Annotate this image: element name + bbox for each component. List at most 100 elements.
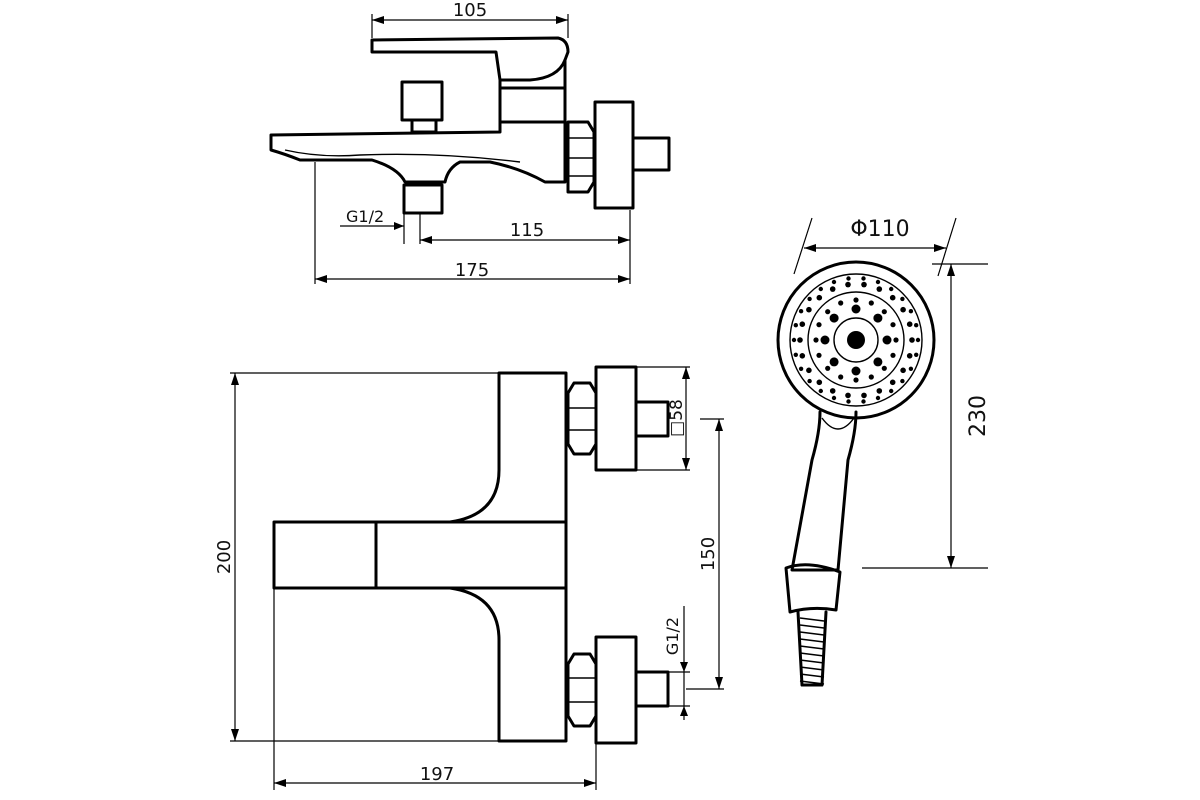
dim-diameter-110: Φ110 — [850, 217, 909, 242]
nozzle-dot — [797, 337, 803, 343]
nozzle-dot — [915, 337, 921, 343]
nozzle-dot — [816, 352, 822, 358]
spray-center — [847, 331, 865, 349]
nozzle-dot — [908, 366, 914, 371]
nozzle-dot — [861, 392, 867, 399]
nozzle-dot — [890, 322, 896, 328]
thread-label-top: G1/2 — [346, 207, 384, 226]
faucet-body — [498, 86, 567, 124]
hose-ring — [799, 666, 825, 671]
nozzle-dot — [806, 367, 812, 374]
nozzle-dot — [889, 294, 896, 301]
nozzle-dot — [868, 300, 874, 306]
dim-150: 150 — [698, 537, 719, 571]
shower-handle — [790, 410, 858, 572]
eccentric-fitting — [593, 100, 635, 210]
nozzle-dot — [793, 323, 798, 328]
nozzle-dot — [906, 353, 913, 359]
nozzle-dot — [889, 388, 894, 394]
nozzle-dot — [829, 357, 839, 367]
spout — [269, 120, 567, 184]
dim-square-58: □58 — [667, 399, 687, 437]
nozzle-dot — [816, 322, 822, 328]
lever-neck — [498, 58, 567, 90]
upper-eccentric — [594, 365, 638, 472]
nozzle-dot — [807, 296, 812, 302]
nozzle-dot — [890, 352, 896, 358]
nozzle-dot — [889, 379, 896, 386]
nozzle-dot — [876, 388, 883, 394]
nozzle-dot — [798, 309, 804, 314]
upper-pipe — [634, 400, 670, 438]
nozzle-dot — [816, 294, 823, 301]
nozzle-dot — [845, 281, 851, 288]
nozzle-dot — [873, 357, 883, 367]
dim-115: 115 — [510, 220, 544, 241]
nozzle-dot — [906, 321, 913, 328]
hose-rings — [799, 617, 825, 685]
top-view: 105 G1/2 115 175 — [269, 0, 671, 284]
lower-eccentric — [594, 635, 638, 745]
nozzle-dot — [791, 337, 797, 343]
wall-pipe — [631, 136, 671, 172]
nozzle-dot — [861, 399, 866, 404]
hose-ring — [799, 680, 825, 685]
thread-label-front: G1/2 — [663, 617, 682, 655]
dim-200: 200 — [214, 540, 235, 574]
nozzle-dot — [831, 395, 837, 401]
diverter-knob — [400, 80, 444, 122]
nozzle-dot — [838, 300, 844, 306]
nozzle-dot — [838, 374, 844, 380]
nozzle-dot — [818, 286, 823, 292]
nozzle-dot — [893, 337, 899, 343]
dim-197: 197 — [420, 764, 454, 785]
nozzle-dot — [875, 279, 881, 285]
front-body — [272, 371, 568, 743]
nozzle-dot — [820, 335, 830, 345]
lower-pipe — [634, 670, 670, 708]
spray-nozzles — [791, 276, 921, 404]
nozzle-dot — [846, 399, 851, 404]
nozzle-dot — [900, 296, 905, 302]
nozzle-dot — [889, 286, 894, 292]
nozzle-dot — [825, 365, 831, 371]
nozzle-dot — [875, 395, 881, 401]
nozzle-dot — [868, 374, 874, 380]
nozzle-dot — [829, 388, 836, 394]
dim-230: 230 — [966, 395, 991, 437]
nozzle-dot — [799, 321, 806, 328]
hose-ring — [799, 652, 825, 657]
nozzle-dot — [900, 306, 906, 313]
hose-ring — [799, 624, 825, 629]
shower-head-inner-ring — [789, 273, 923, 407]
nozzle-dot — [829, 313, 839, 323]
nozzle-dot — [798, 366, 804, 371]
nozzle-dot — [806, 306, 812, 313]
nozzle-dot — [861, 276, 866, 281]
nozzle-dot — [851, 304, 861, 314]
nozzle-dot — [914, 323, 919, 328]
spout-lip — [284, 149, 521, 163]
nozzle-dot — [908, 309, 914, 314]
nozzle-dot — [853, 377, 859, 383]
holder-clip — [784, 563, 842, 614]
nozzle-dot — [829, 286, 836, 292]
nozzle-dot — [793, 352, 798, 357]
lever-handle — [370, 36, 570, 82]
nozzle-dot — [900, 367, 906, 374]
hand-shower: Φ110 230 — [776, 217, 991, 687]
nozzle-dot — [845, 392, 851, 399]
nozzle-dot — [799, 353, 806, 359]
diverter-stem — [410, 118, 438, 134]
nozzle-dot — [914, 352, 919, 357]
outlet-connector — [402, 183, 444, 215]
nozzle-dot — [825, 309, 831, 315]
nozzle-dot — [816, 379, 823, 386]
nozzle-dot — [846, 276, 851, 281]
nozzle-dot — [853, 297, 859, 303]
nozzle-dot — [873, 313, 883, 323]
hex-nut — [566, 120, 596, 194]
dim-175: 175 — [455, 260, 489, 281]
nozzle-dot — [881, 309, 887, 315]
